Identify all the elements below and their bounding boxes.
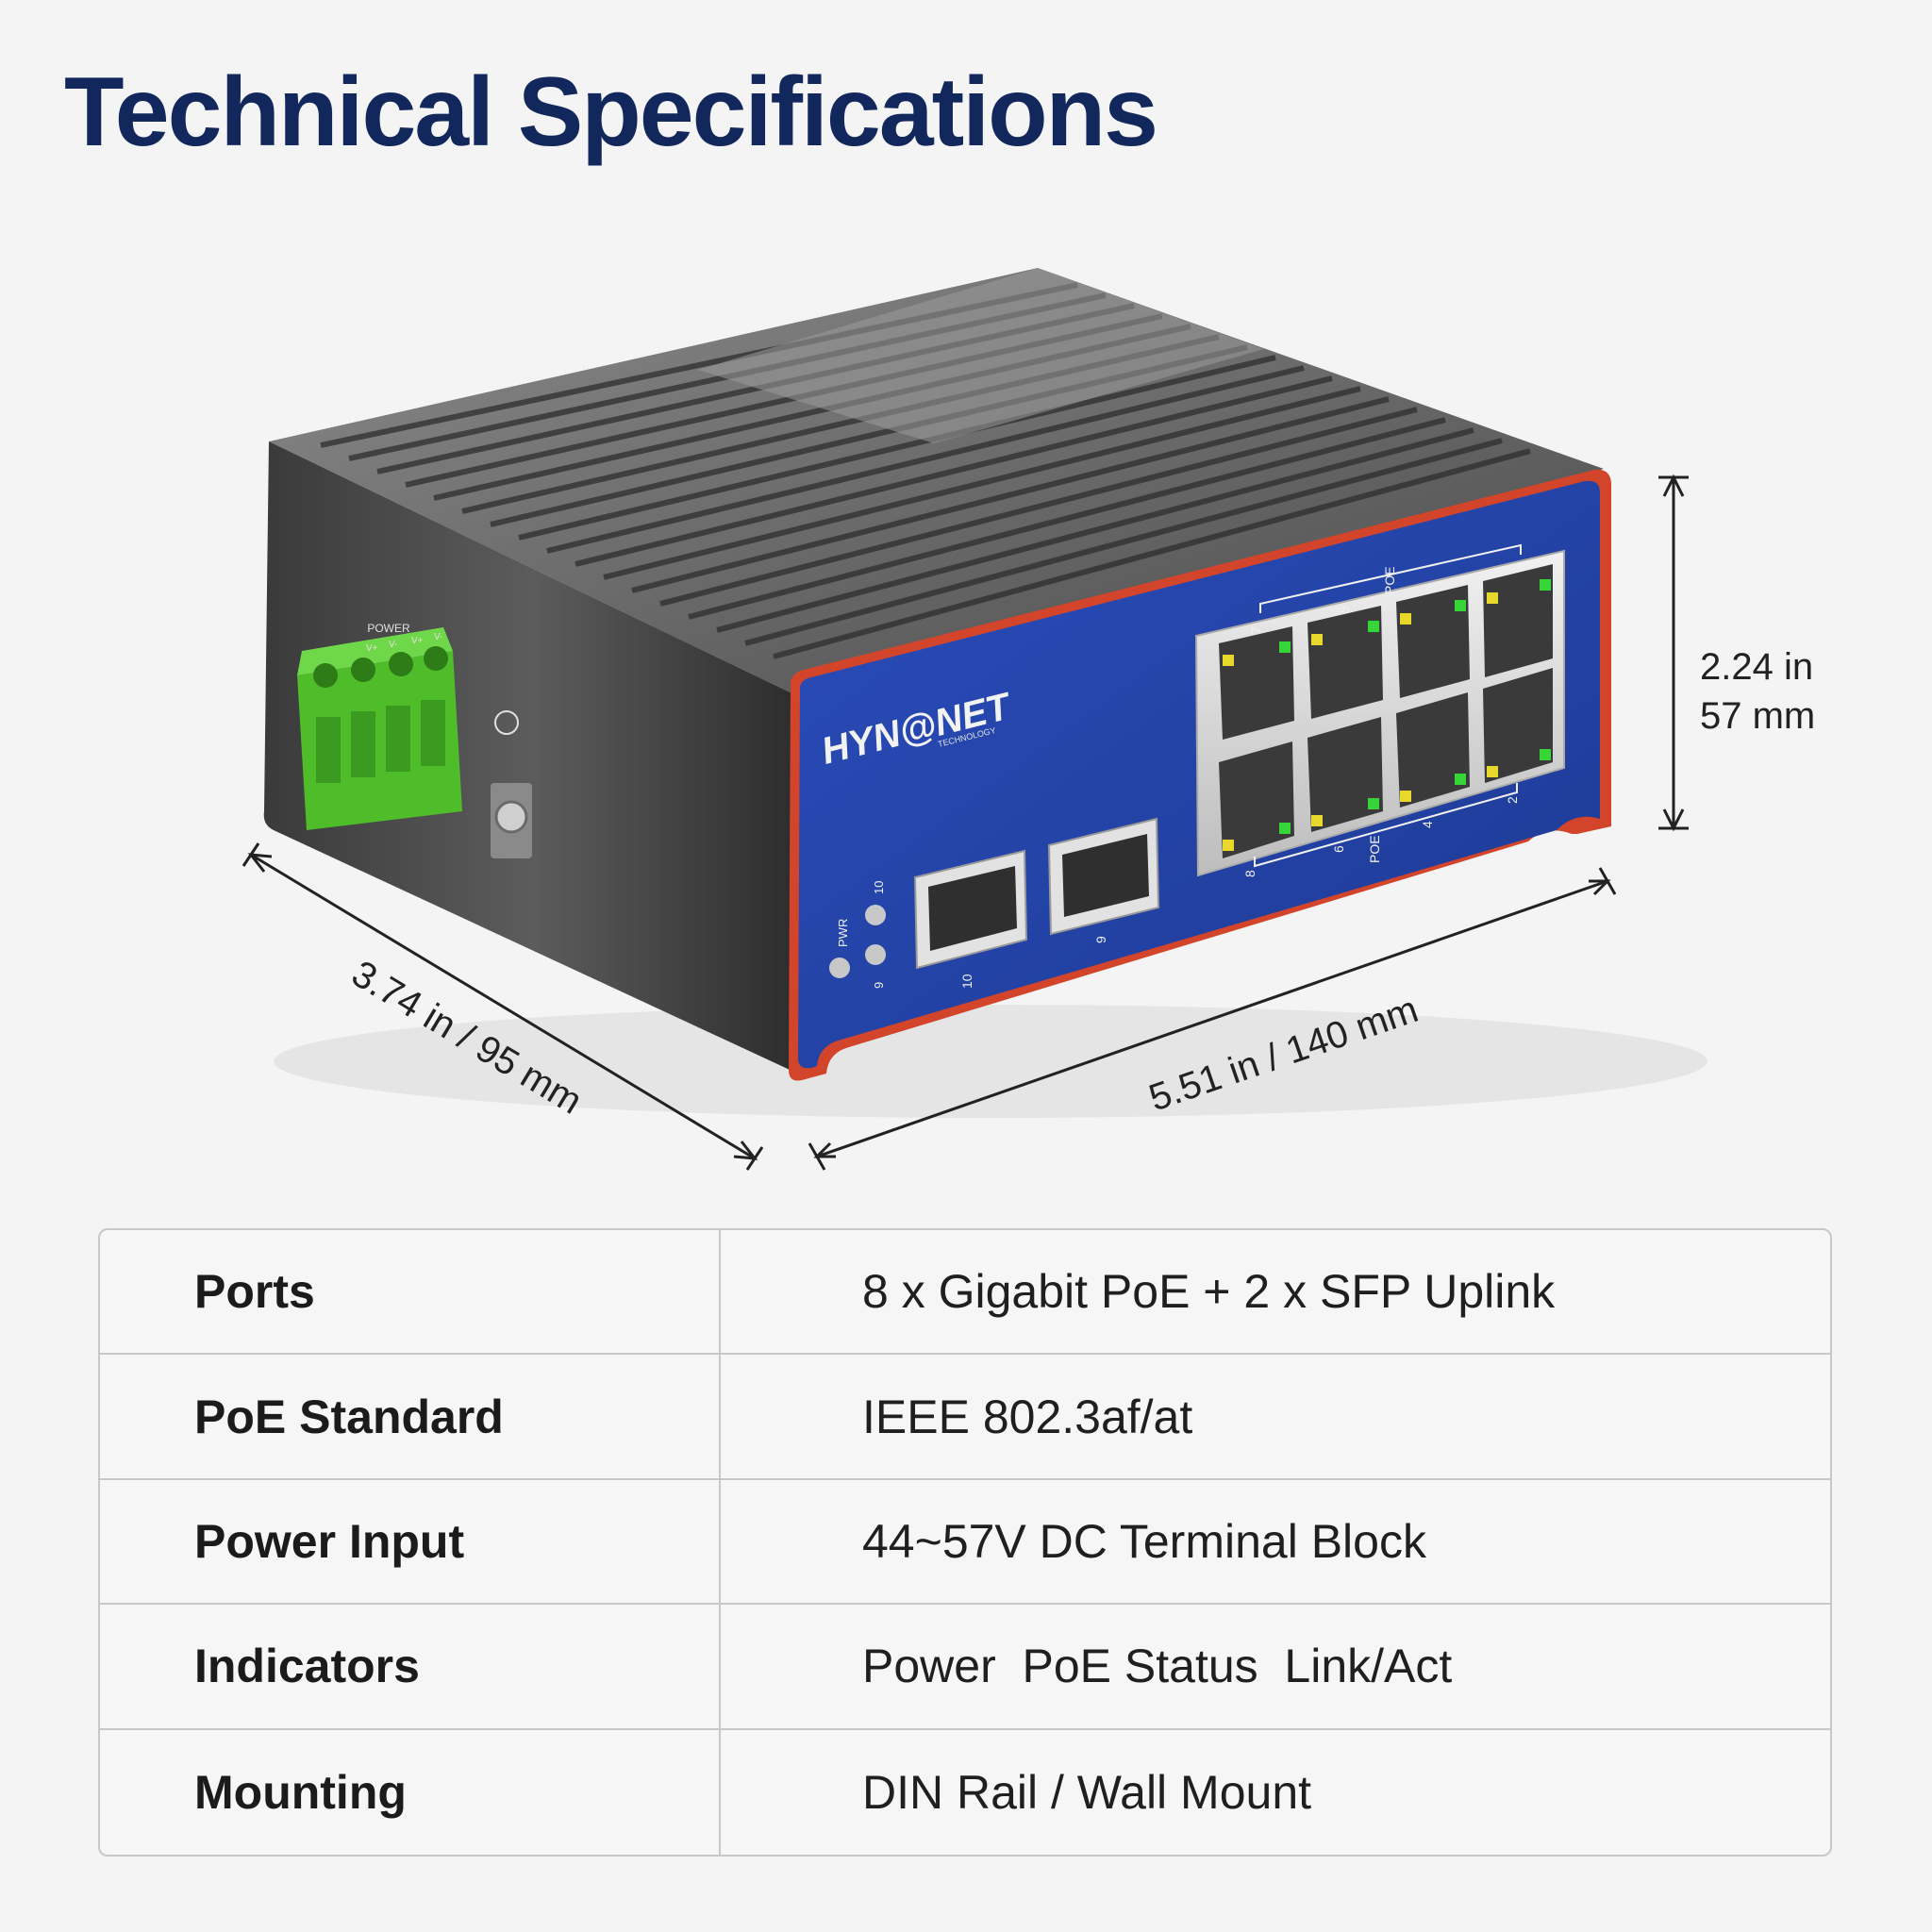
port-label-6: 6 [1331, 845, 1346, 853]
rj45-port-7 [1219, 626, 1294, 740]
spec-row-mounting: Mounting DIN Rail / Wall Mount [100, 1729, 1830, 1855]
rj45-port-4 [1396, 692, 1470, 808]
sfp-label-9: 9 [1093, 936, 1108, 943]
page-title: Technical Specifications [64, 58, 1158, 167]
spec-row-poe-standard: PoE Standard IEEE 802.3af/at [100, 1355, 1830, 1480]
led-9-label: 9 [872, 982, 886, 989]
heatsink-rail [698, 268, 1264, 443]
pwr-led [829, 958, 850, 978]
depth-dimension-line [242, 842, 764, 1171]
spec-value: DIN Rail / Wall Mount [862, 1765, 1312, 1819]
status-leds [829, 905, 886, 978]
sfp-label-10: 10 [959, 974, 974, 989]
spec-row-power-input: Power Input 44~57V DC Terminal Block [100, 1479, 1830, 1606]
terminal-label-3: V+ [411, 636, 424, 646]
port-label-1: 1 [1508, 564, 1524, 572]
terminal-label-4: V- [434, 632, 442, 642]
poe-label-top: POE [1382, 566, 1397, 594]
ground-screw [491, 783, 532, 858]
product-illustration: POWER V+ V- V+ V- HYN@NET TECHNOLOGY [242, 268, 1815, 1171]
terminal-label-2: V- [389, 640, 397, 650]
led-10 [865, 905, 886, 925]
width-dimension-line [808, 867, 1617, 1171]
spec-label: Power Input [100, 1479, 721, 1604]
led-9 [865, 944, 886, 965]
port-leds [1223, 579, 1551, 851]
spec-value: IEEE 802.3af/at [862, 1390, 1193, 1443]
device-shadow [274, 1005, 1707, 1118]
rj45-port-1 [1483, 564, 1553, 677]
height-label-in: 2.24 in [1700, 646, 1813, 688]
rj45-port-8 [1219, 741, 1294, 858]
height-label-mm: 57 mm [1700, 695, 1815, 737]
spec-label: Indicators [100, 1605, 721, 1728]
port-label-5: 5 [1337, 606, 1352, 613]
sfp-port-10 [913, 849, 1028, 970]
port-label-4: 4 [1420, 821, 1435, 828]
power-label: POWER [367, 622, 410, 635]
ground-icon [494, 710, 519, 735]
rj45-port-5 [1307, 606, 1383, 719]
spec-value: Power PoE Status Link/Act [862, 1640, 1453, 1693]
rj45-port-6 [1307, 717, 1383, 832]
height-dimension-line [1658, 474, 1689, 832]
side-panel [263, 441, 802, 1075]
pwr-label: PWR [836, 919, 850, 947]
spec-label: PoE Standard [100, 1355, 721, 1478]
spec-value: 44~57V DC Terminal Block [862, 1514, 1426, 1568]
rj45-port-block [1194, 549, 1565, 877]
spec-table: Ports 8 x Gigabit PoE + 2 x SFP Uplink P… [98, 1228, 1832, 1857]
port-label-3: 3 [1424, 585, 1439, 592]
rj45-port-3 [1396, 585, 1470, 698]
terminal-block [297, 627, 462, 830]
spec-label: Ports [100, 1230, 721, 1354]
spec-value: 8 x Gigabit PoE + 2 x SFP Uplink [862, 1265, 1556, 1319]
spec-row-ports: Ports 8 x Gigabit PoE + 2 x SFP Uplink [100, 1230, 1830, 1356]
led-10-label: 10 [872, 881, 886, 894]
rj45-port-2 [1483, 668, 1553, 783]
port-label-8: 8 [1242, 870, 1257, 877]
poe-label-bottom: POE [1367, 835, 1382, 863]
port-label-2: 2 [1505, 796, 1520, 804]
spec-row-indicators: Indicators Power PoE Status Link/Act [100, 1605, 1830, 1730]
poe-brackets [1254, 543, 1522, 868]
port-label-7: 7 [1248, 626, 1263, 634]
sfp-port-9 [1047, 817, 1160, 936]
spec-label: Mounting [100, 1729, 721, 1855]
terminal-label-1: V+ [366, 643, 378, 654]
